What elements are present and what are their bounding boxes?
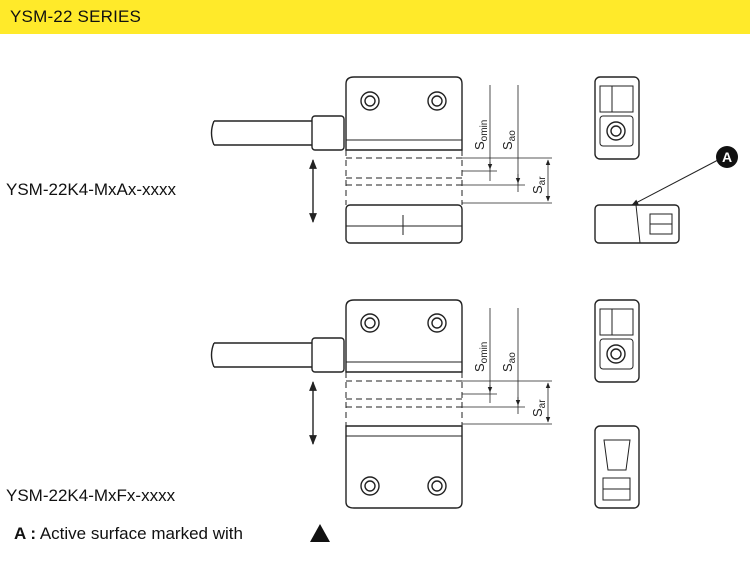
- filled-triangle-icon: [310, 524, 330, 542]
- model-label-mxfx: YSM-22K4-MxFx-xxxx: [6, 486, 176, 505]
- legend-text: Active surface marked with: [39, 524, 243, 543]
- header-banner: YSM-22 SERIES: [0, 0, 750, 34]
- dim-sao-bottom: Sao: [500, 352, 518, 372]
- legend-marker: A :: [14, 524, 37, 543]
- callout-a-label: A: [722, 149, 732, 165]
- sensor-drawing-top: [210, 76, 719, 244]
- model-label-mxax: YSM-22K4-MxAx-xxxx: [6, 180, 177, 199]
- dim-sao-top: Sao: [500, 130, 518, 150]
- series-title: YSM-22 SERIES: [10, 7, 142, 26]
- callout-a-circle: [716, 146, 738, 168]
- sensor-drawing-bottom: [210, 299, 640, 509]
- legend-note: A : Active surface marked with: [14, 524, 243, 544]
- dim-sar-top: Sar: [530, 176, 548, 194]
- dim-somin-bottom: Somin: [472, 342, 490, 372]
- dim-sar-bottom: Sar: [530, 399, 548, 417]
- dim-somin-top: Somin: [472, 120, 490, 150]
